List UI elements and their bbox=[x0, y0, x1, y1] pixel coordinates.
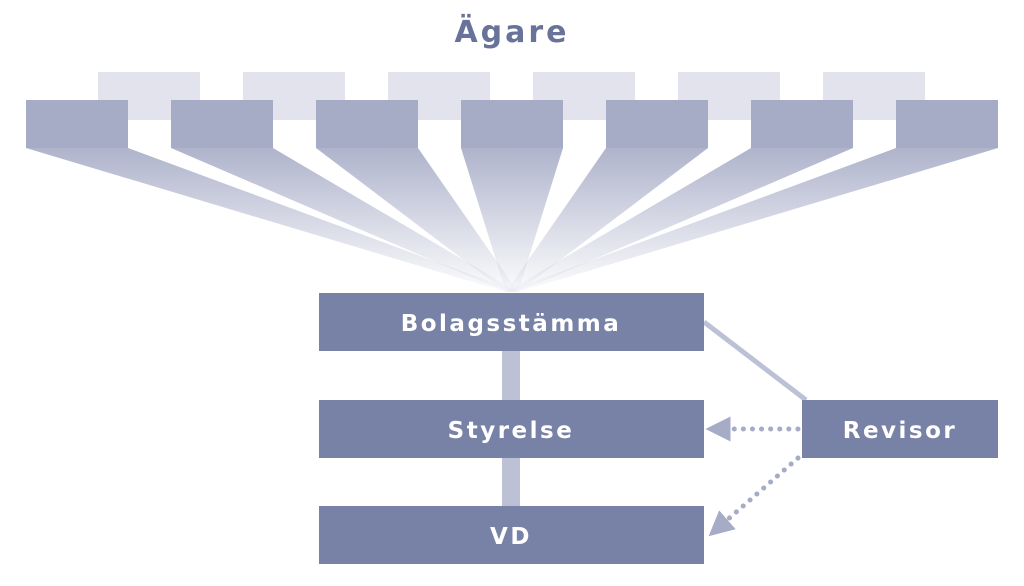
owner-box bbox=[751, 100, 853, 148]
owner-box bbox=[171, 100, 273, 148]
owner-beam bbox=[506, 148, 998, 292]
node-vd-label: VD bbox=[490, 524, 532, 550]
node-bolagsstamma-label: Bolagsstämma bbox=[401, 311, 622, 337]
node-styrelse: Styrelse bbox=[319, 400, 704, 458]
owner-beam bbox=[171, 148, 518, 292]
connector-bolagsstamma-revisor bbox=[702, 320, 808, 402]
connector-styrelse-vd bbox=[502, 456, 520, 508]
node-revisor-label: Revisor bbox=[843, 418, 958, 444]
arrow-revisor-to-vd bbox=[708, 455, 801, 537]
node-bolagsstamma: Bolagsstämma bbox=[319, 293, 704, 351]
owner-beam-group bbox=[26, 148, 998, 292]
owners-title: Ägare bbox=[454, 14, 569, 50]
node-bolagsstamma-box bbox=[319, 293, 704, 351]
node-revisor-box bbox=[802, 400, 998, 458]
owner-beam bbox=[461, 148, 563, 292]
node-styrelse-box bbox=[319, 400, 704, 458]
owner-beam bbox=[506, 148, 853, 292]
owner-box bbox=[896, 100, 998, 148]
node-styrelse-label: Styrelse bbox=[448, 418, 575, 444]
node-revisor: Revisor bbox=[802, 400, 998, 458]
node-vd-box bbox=[319, 506, 704, 564]
owner-box-group bbox=[26, 100, 998, 148]
owner-beam bbox=[26, 148, 518, 292]
owner-beam bbox=[316, 148, 518, 292]
node-vd: VD bbox=[319, 506, 704, 564]
owner-box bbox=[316, 100, 418, 148]
connector-bolagsstamma-styrelse bbox=[502, 350, 520, 402]
owner-beam bbox=[506, 148, 708, 292]
owner-box bbox=[461, 100, 563, 148]
owner-box bbox=[606, 100, 708, 148]
owner-box bbox=[26, 100, 128, 148]
